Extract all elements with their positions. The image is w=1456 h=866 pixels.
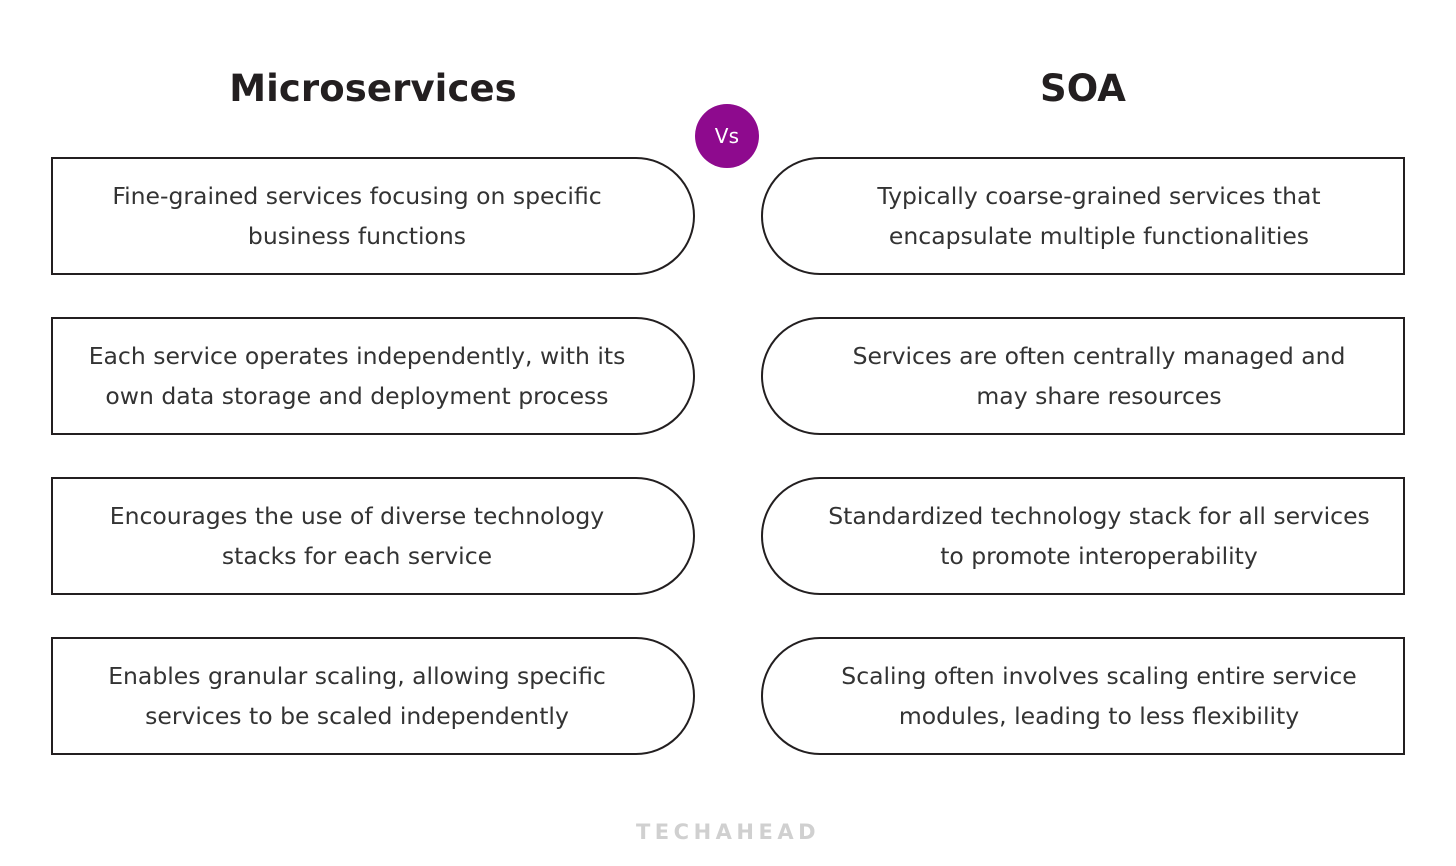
soa-card-4: Scaling often involves scaling entire se… <box>761 637 1405 755</box>
soa-card-3: Standardized technology stack for all se… <box>761 477 1405 595</box>
microservices-card-1: Fine-grained services focusing on specif… <box>51 157 695 275</box>
microservices-card-4: Enables granular scaling, allowing speci… <box>51 637 695 755</box>
soa-card-1: Typically coarse-grained services that e… <box>761 157 1405 275</box>
microservices-card-3: Encourages the use of diverse technology… <box>51 477 695 595</box>
comparison-row: Encourages the use of diverse technology… <box>0 477 1456 595</box>
comparison-grid: Fine-grained services focusing on specif… <box>0 157 1456 755</box>
card-text: Each service operates independently, wit… <box>88 341 626 410</box>
comparison-header: Microservices Vs SOA <box>0 48 1456 168</box>
card-text: Fine-grained services focusing on specif… <box>112 181 602 250</box>
soa-card-2: Services are often centrally managed and… <box>761 317 1405 435</box>
techahead-watermark: TECHAHEAD <box>635 820 820 844</box>
card-text: Scaling often involves scaling entire se… <box>841 661 1357 730</box>
card-text: Encourages the use of diverse technology… <box>109 501 605 570</box>
card-text: Typically coarse-grained services that e… <box>877 181 1321 250</box>
vs-badge: Vs <box>695 104 759 168</box>
comparison-row: Each service operates independently, wit… <box>0 317 1456 435</box>
card-text: Services are often centrally managed and… <box>852 341 1346 410</box>
column-heading-microservices: Microservices <box>229 67 517 110</box>
comparison-row: Enables granular scaling, allowing speci… <box>0 637 1456 755</box>
column-heading-soa: SOA <box>1039 67 1127 110</box>
comparison-row: Fine-grained services focusing on specif… <box>0 157 1456 275</box>
card-text: Enables granular scaling, allowing speci… <box>108 661 606 730</box>
microservices-card-2: Each service operates independently, wit… <box>51 317 695 435</box>
card-text: Standardized technology stack for all se… <box>828 501 1370 570</box>
